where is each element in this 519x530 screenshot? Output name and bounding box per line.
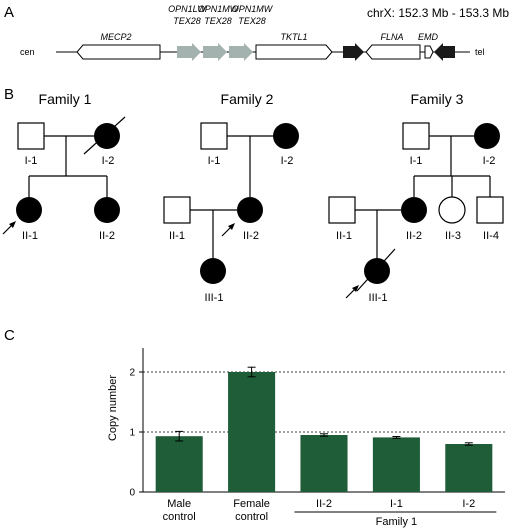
panel-label-c: C — [4, 327, 15, 344]
tel-label: tel — [475, 47, 485, 57]
f3-female-ii3 — [438, 196, 466, 224]
f1-male-i1 — [17, 122, 45, 150]
black-arrow-left — [434, 43, 455, 61]
y-axis-title: Copy number — [107, 375, 119, 441]
cen-label: cen — [20, 47, 35, 57]
family-1-pedigree: Family 1 I-1 I-2 II-1 II-2 — [2, 91, 126, 242]
f3-label-ii2: II-2 — [406, 230, 422, 242]
f2-male-i1 — [200, 122, 228, 150]
y-tick-label: 1 — [129, 428, 135, 439]
family-1-title: Family 1 — [39, 91, 92, 107]
mecp2-gene — [76, 44, 161, 60]
category-label: I-2 — [462, 498, 475, 510]
f3-label-ii3: II-3 — [445, 230, 461, 242]
f2-label-iii1: III-1 — [205, 292, 224, 304]
f3-male-ii1 — [328, 196, 356, 224]
f1-female-ii2 — [94, 197, 120, 223]
f2-female-ii2 — [237, 197, 263, 223]
f1-label-ii2: II-2 — [99, 230, 115, 242]
opn1lw-label: OPN1LW — [168, 4, 207, 14]
f3-male-i1 — [402, 122, 430, 150]
y-tick-label: 2 — [129, 368, 135, 379]
bar — [228, 372, 276, 492]
tex28-label-3: TEX28 — [238, 16, 266, 26]
f2-male-ii1 — [163, 196, 191, 224]
category-label: Male — [167, 498, 191, 510]
f2-label-ii2: II-2 — [243, 230, 259, 242]
category-label: control — [235, 511, 268, 523]
coordinate-range: chrX: 152.3 Mb - 153.3 Mb — [367, 6, 509, 20]
bar — [300, 435, 348, 492]
f1-label-i1: I-1 — [25, 155, 38, 167]
f1-label-i2: I-2 — [102, 155, 115, 167]
f3-label-iii1: III-1 — [369, 292, 388, 304]
f3-label-i1: I-1 — [410, 155, 423, 167]
opn1mw-arrow-1 — [203, 43, 227, 61]
f2-female-iii1 — [200, 258, 226, 284]
mecp2-label: MECP2 — [100, 32, 131, 42]
emd-gene — [424, 45, 434, 59]
f3-label-ii4: II-4 — [483, 230, 499, 242]
f1-female-i2 — [94, 123, 120, 149]
f3-female-i2 — [474, 123, 500, 149]
f2-label-i2: I-2 — [281, 155, 294, 167]
f1-label-ii1: II-1 — [22, 230, 38, 242]
panel-label-b: B — [4, 86, 14, 103]
bar — [445, 444, 493, 492]
f3-label-i2: I-2 — [483, 155, 496, 167]
category-label: II-2 — [316, 498, 332, 510]
category-label: I-1 — [390, 498, 403, 510]
bar — [372, 437, 420, 492]
family-2-pedigree: Family 2 I-1 I-2 II-1 II-2 III-1 — [163, 91, 299, 304]
f3-deceased-slash — [356, 248, 396, 292]
f3-label-ii1: II-1 — [336, 230, 352, 242]
tex28-label-1: TEX28 — [173, 16, 201, 26]
chromosome-map: cen tel MECP2 OPN1LW TEX28 OPN1MW TEX28 … — [20, 4, 485, 61]
opn1mw-label-2: OPN1MW — [232, 4, 274, 14]
f2-label-ii1: II-1 — [169, 230, 185, 242]
emd-label: EMD — [418, 32, 439, 42]
opn1lw-arrow — [177, 43, 201, 61]
f3-female-ii2 — [401, 197, 427, 223]
f3-male-ii4 — [476, 196, 504, 224]
f3-female-iii1 — [364, 258, 390, 284]
group-label: Family 1 — [376, 516, 418, 528]
bar — [155, 436, 203, 492]
category-label: Female — [233, 498, 270, 510]
f3-proband-arrowhead — [352, 285, 359, 292]
opn1mw-label-1: OPN1MW — [198, 4, 240, 14]
panel-label-a: A — [4, 4, 14, 21]
f2-proband-arrowhead — [228, 223, 235, 230]
family-2-title: Family 2 — [221, 91, 274, 107]
black-arrow-right — [343, 43, 364, 61]
category-label: control — [163, 511, 196, 523]
family-3-pedigree: Family 3 I-1 I-2 II-1 II-2 II-3 II-4 III… — [328, 91, 504, 304]
tex28-label-2: TEX28 — [204, 16, 232, 26]
flna-label: FLNA — [380, 32, 403, 42]
flna-gene — [365, 44, 421, 60]
tktl1-gene — [255, 44, 333, 60]
family-3-title: Family 3 — [411, 91, 464, 107]
f2-label-i1: I-1 — [208, 155, 221, 167]
f1-deceased-slash — [83, 116, 126, 155]
f1-proband-arrowhead — [9, 221, 16, 228]
y-tick-label: 0 — [129, 488, 135, 499]
f2-female-i2 — [273, 123, 299, 149]
opn1mw-arrow-2 — [229, 43, 253, 61]
tktl1-label: TKTL1 — [280, 32, 307, 42]
f1-female-ii1 — [16, 197, 42, 223]
